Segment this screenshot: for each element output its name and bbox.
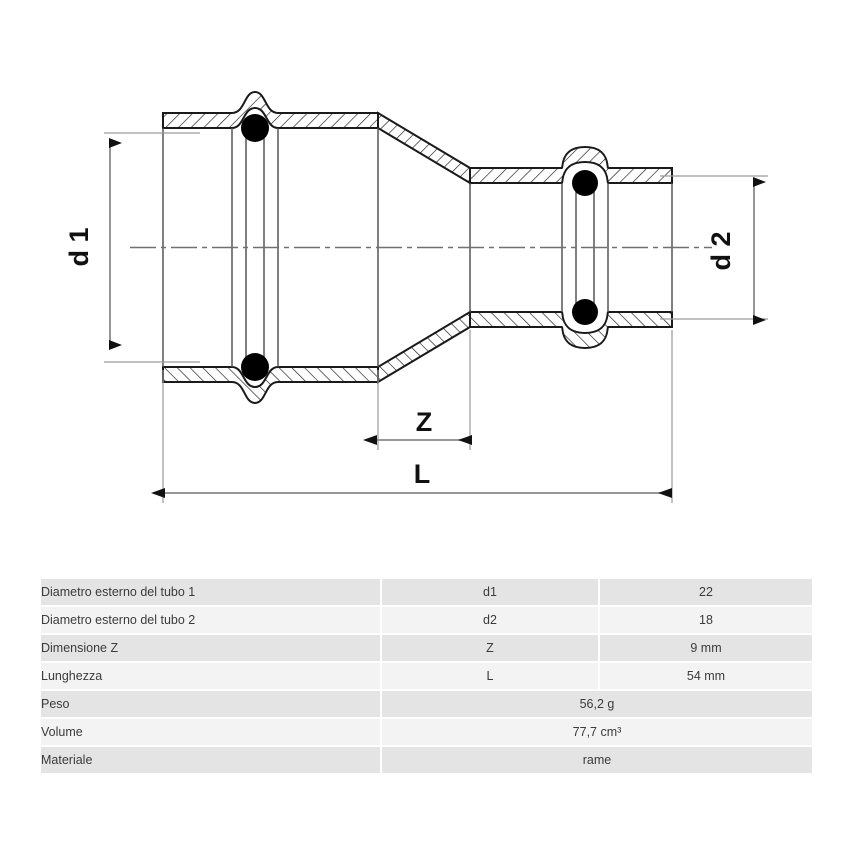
- cone-upper-wall: [377, 111, 471, 185]
- table-row: Lunghezza L 54 mm: [41, 663, 812, 689]
- dimension-d2: d 2: [706, 177, 766, 325]
- dimension-l: L: [151, 459, 672, 498]
- dimension-label-d1: d 1: [64, 227, 94, 266]
- row-label: Dimensione Z: [41, 635, 380, 661]
- dimension-label-z: Z: [416, 407, 433, 437]
- specification-table: Diametro esterno del tubo 1 d1 22 Diamet…: [41, 577, 812, 775]
- row-value: 22: [598, 579, 812, 605]
- oring-right-upper: [572, 170, 598, 196]
- row-symbol: d1: [380, 579, 598, 605]
- table-row: Dimensione Z Z 9 mm: [41, 635, 812, 661]
- row-symbol: L: [380, 663, 598, 689]
- row-value: 18: [598, 607, 812, 633]
- row-value: 54 mm: [598, 663, 812, 689]
- oring-left-lower: [241, 353, 269, 381]
- specification-table-wrapper: Diametro esterno del tubo 1 d1 22 Diamet…: [41, 577, 812, 775]
- row-value: rame: [380, 747, 812, 773]
- dimension-z: Z: [363, 407, 472, 445]
- left-socket-lower-wall: [162, 366, 379, 405]
- row-label: Diametro esterno del tubo 1: [41, 579, 380, 605]
- row-label: Volume: [41, 719, 380, 745]
- oring-right-lower: [572, 299, 598, 325]
- extension-lines: [104, 132, 768, 503]
- dimension-label-l: L: [414, 459, 431, 489]
- row-symbol: Z: [380, 635, 598, 661]
- dimension-d1: d 1: [64, 138, 122, 350]
- table-row: Peso 56,2 g: [41, 691, 812, 717]
- row-symbol: d2: [380, 607, 598, 633]
- table-row: Materiale rame: [41, 747, 812, 773]
- table-row: Diametro esterno del tubo 2 d2 18: [41, 607, 812, 633]
- oring-left-upper: [241, 114, 269, 142]
- row-label: Peso: [41, 691, 380, 717]
- technical-drawing: d 1 d 2 Z L: [64, 90, 768, 503]
- row-value: 9 mm: [598, 635, 812, 661]
- right-socket-lower-wall: [469, 311, 673, 350]
- table-row: Volume 77,7 cm³: [41, 719, 812, 745]
- row-label: Materiale: [41, 747, 380, 773]
- cone-lower-wall: [377, 310, 471, 384]
- dimension-label-d2: d 2: [706, 231, 736, 270]
- left-socket-upper-wall: [162, 90, 379, 129]
- specification-table-body: Diametro esterno del tubo 1 d1 22 Diamet…: [41, 579, 812, 773]
- table-row: Diametro esterno del tubo 1 d1 22: [41, 579, 812, 605]
- row-value: 56,2 g: [380, 691, 812, 717]
- row-label: Lunghezza: [41, 663, 380, 689]
- row-value: 77,7 cm³: [380, 719, 812, 745]
- row-label: Diametro esterno del tubo 2: [41, 607, 380, 633]
- right-socket-upper-wall: [469, 145, 673, 184]
